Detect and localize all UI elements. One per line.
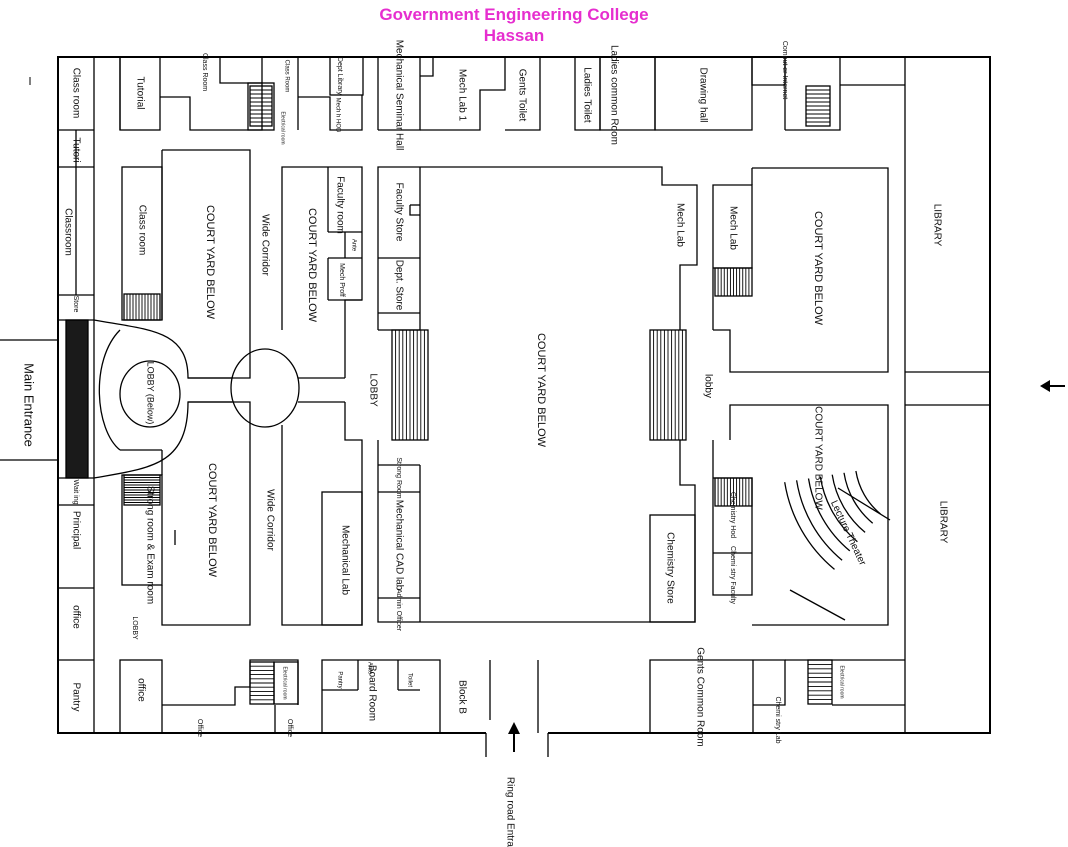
room-label-lecture-theater: Lecture Theater — [828, 499, 868, 568]
nw-block — [121, 149, 251, 379]
room-label-court-yard-below-se: COURT YARD BELOW — [812, 406, 823, 510]
room-label-lobby-sw: LOBBY — [131, 616, 138, 640]
room-label-gents-common-room: Gents Common Room — [694, 647, 705, 746]
room-label-electrical-room-1: Electrical room — [280, 111, 286, 144]
plan-title-line2: Hassan — [484, 26, 544, 45]
room-label-office-left: office — [70, 605, 81, 629]
room-label-office-bottom: office — [135, 678, 146, 702]
plan-title-line1: Government Engineering College — [379, 5, 648, 24]
room-label-lobby-east: lobby — [702, 374, 713, 398]
room-label-wide-corridor-2: Wide Corridor — [264, 489, 275, 551]
room-label-court-yard-below-center: COURT YARD BELOW — [535, 333, 547, 448]
room-label-chemistry-hod: Chemistry Hod — [729, 492, 736, 538]
room-label-ladies-toilet: Ladies Toilet — [581, 67, 592, 123]
room-label-classroom-left: Classroom — [62, 208, 73, 256]
room-label-wide-corridor-1: Wide Corridor — [259, 214, 270, 276]
room-label-main-entrance: Main Entrance — [22, 363, 37, 447]
room-label-library-2: LIBRARY — [937, 501, 948, 544]
room-label-ladies-common-room: Ladies common Room — [608, 45, 619, 145]
room-label-tutorial: Tutorial — [134, 77, 145, 110]
room-label-block-b: Block B — [456, 680, 467, 714]
room-label-library-1: LIBRARY — [931, 204, 942, 247]
room-label-strong-room: Strong Room — [395, 457, 402, 498]
room-label-class-room-inner: Class room — [136, 205, 147, 256]
room-label-mech-proff: Mech Proff — [338, 263, 345, 297]
theater-seat-row — [831, 474, 866, 533]
room-label-mech-lab-1: Mech Lab 1 — [456, 69, 467, 122]
room-label-mech-lab: Mech Lab — [674, 203, 685, 247]
room-label-dept-library: Dept Library — [336, 57, 343, 96]
room-label-chemistry-store: Chemistry Store — [664, 532, 675, 604]
room-label-waiting: Wait ing — [72, 479, 79, 504]
room-label-lobby-below: LOBBY (Below) — [146, 362, 156, 425]
room-label-ring-road-entrance: Ring road Entrance — [504, 777, 515, 847]
room-label-ante-2: Ante — [366, 662, 372, 675]
center-west-block — [281, 166, 363, 626]
room-label-ante-1: Ante — [350, 239, 356, 252]
room-label-mech-cad-lab: Mechanical CAD lab — [393, 500, 404, 591]
room-label-class-room-small-2: Class Room — [283, 60, 289, 93]
room-label-gents-toilet: Gents Toilet — [516, 69, 527, 122]
theater-seat-row — [855, 470, 881, 515]
room-label-class-room-top-left: Class room — [70, 68, 81, 119]
room-label-strong-exam-room: Strong room & Exam room — [144, 486, 155, 604]
room-label-principal: Principal — [70, 511, 81, 549]
room-label-court-yard-below-ne: COURT YARD BELOW — [812, 211, 824, 326]
room-label-mech-lab-east: Mech Lab — [727, 206, 738, 250]
room-label-toilet: Toilet — [406, 673, 412, 687]
room-label-electrical-room-3: Electrical room — [839, 665, 845, 698]
stairs-top-left — [249, 85, 273, 127]
room-label-drawing-hall: Drawing hall — [697, 67, 708, 122]
room-label-board-room: Board Room — [366, 665, 377, 721]
room-label-chemistry-lab: Chemi stry Lab — [774, 696, 781, 743]
room-label-class-room-small-1: Class Room — [201, 53, 208, 91]
room-label-admin-officer: Admin Officer — [395, 589, 402, 632]
east-entrance-arrow — [1040, 380, 1065, 392]
theater-edge — [789, 589, 846, 621]
sw-block — [120, 401, 251, 626]
theater-edge — [837, 487, 891, 521]
room-label-mech-seminar: Mechanical Seminar Hall — [393, 40, 404, 151]
room-label-store-left: Store — [72, 296, 79, 313]
theater-seat-row — [819, 476, 858, 543]
room-label-chemistry-faculty: Chemi stry Faculty — [729, 546, 736, 604]
room-label-court-yard-below-sw: COURT YARD BELOW — [206, 463, 218, 578]
room-label-mechanical-lab: Mechanical Lab — [339, 525, 350, 595]
room-label-pantry: Pantry — [70, 683, 81, 712]
building-outline — [57, 56, 991, 757]
room-label-lobby-center: LOBBY — [367, 373, 378, 407]
main-entrance-stairs — [0, 319, 89, 479]
theater-seat-row — [795, 480, 843, 561]
room-label-mech-hod: Mech h HOD — [334, 98, 340, 133]
east-block — [712, 167, 990, 626]
theater-seat-row — [784, 482, 835, 570]
room-label-court-yard-below-nw: COURT YARD BELOW — [204, 205, 216, 320]
room-label-electrical-room-2: Electrical room — [282, 666, 288, 699]
room-label-faculty-room: Faculty room — [334, 176, 345, 234]
room-label-office-1: Office — [196, 719, 203, 737]
ring-road-arrow — [508, 722, 520, 752]
room-label-pantry-2: Pantry — [336, 671, 342, 688]
center-block — [377, 166, 698, 623]
theater-seat-row — [843, 472, 874, 524]
room-label-computer-internet: Comput er Internet — [781, 41, 788, 99]
room-label-office-2: Office — [286, 719, 293, 737]
room-label-tutorial-left: Tutori — [70, 137, 81, 162]
room-label-court-yard-below-n2: COURT YARD BELOW — [306, 208, 318, 323]
room-label-dept-store: Dept. Store — [393, 260, 404, 311]
theater-seat-row — [807, 478, 851, 552]
top-rooms — [93, 56, 906, 733]
lobby-area — [93, 319, 345, 479]
room-label-faculty-store: Faculty Store — [393, 183, 404, 242]
bottom-rooms — [119, 659, 905, 734]
stairs-top-right — [805, 85, 831, 127]
